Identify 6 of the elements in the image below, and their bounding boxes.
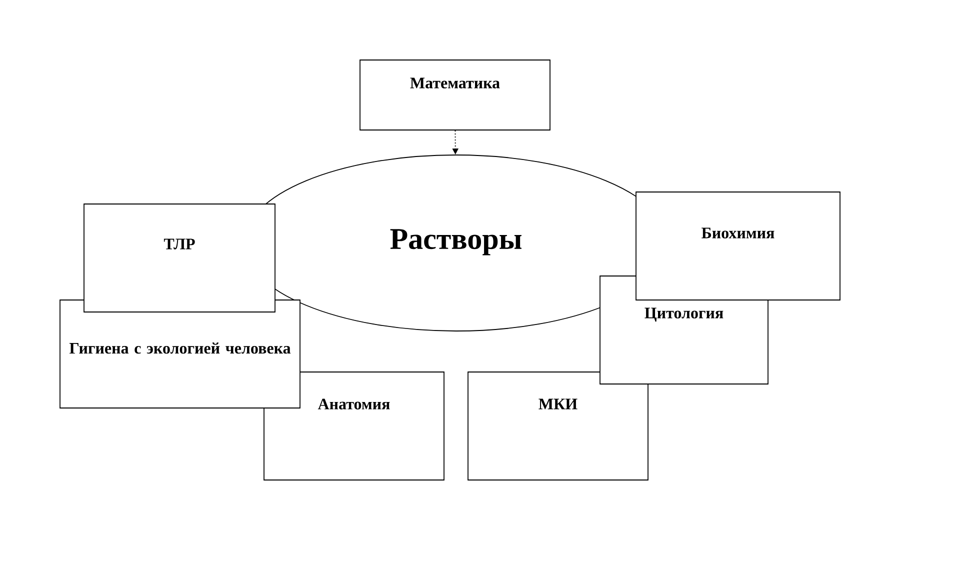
subject-box: МКИ xyxy=(468,372,648,480)
subject-box: ТЛР xyxy=(84,204,276,312)
subject-box: Биохимия xyxy=(636,192,840,300)
subject-box: Анатомия xyxy=(264,372,444,480)
subject-box: Математика xyxy=(360,60,550,130)
subject-box: Гигиена с экологией человека xyxy=(60,300,300,408)
